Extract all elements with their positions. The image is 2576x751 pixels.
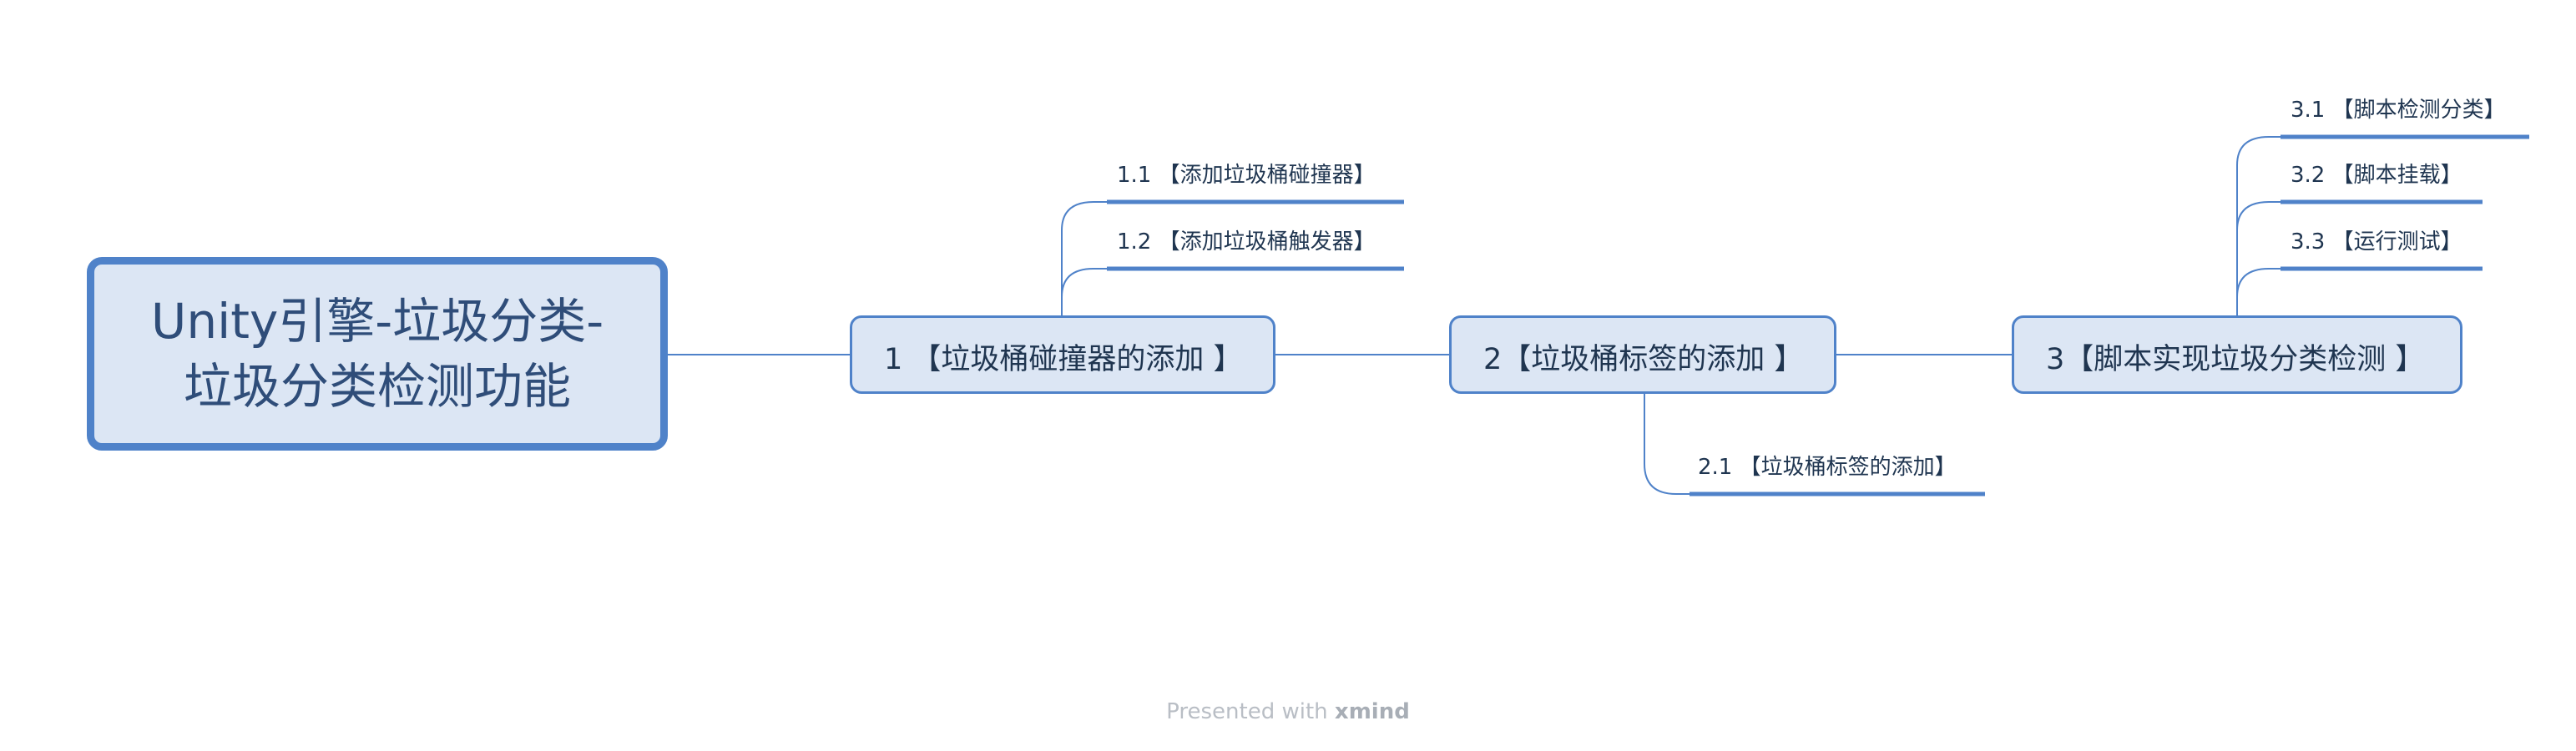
footer-prefix: Presented with xyxy=(1166,699,1335,724)
subtopic-1-1[interactable]: 1.1 【添加垃圾桶碰撞器】 xyxy=(1117,163,1376,188)
connector-topic-2-sub-1 xyxy=(1644,394,1690,495)
connector-topic-1-sub-1 xyxy=(1061,201,1107,315)
root-topic-title: Unity引擎-垃圾分类- 垃圾分类检测功能 xyxy=(150,293,604,415)
topic-2[interactable]: 2【垃圾桶标签的添加 】 xyxy=(1449,315,1836,394)
footer-brand: xmind xyxy=(1334,699,1410,724)
root-topic[interactable]: Unity引擎-垃圾分类- 垃圾分类检测功能 xyxy=(87,257,668,451)
subtopic-1-2[interactable]: 1.2 【添加垃圾桶触发器】 xyxy=(1117,229,1376,255)
connector-topic-3-sub-2 xyxy=(2236,201,2281,315)
subtopic-3-3[interactable]: 3.3 【运行测试】 xyxy=(2291,229,2462,255)
connector-topic-3-sub-1 xyxy=(2236,136,2281,315)
subtopic-3-2[interactable]: 3.2 【脚本挂载】 xyxy=(2291,163,2462,188)
topic-1-label: 1 【垃圾桶碰撞器的添加 】 xyxy=(884,343,1243,376)
connector-topic-3-sub-3 xyxy=(2236,268,2281,315)
subtopic-3-1[interactable]: 3.1 【脚本检测分类】 xyxy=(2291,98,2506,123)
presented-with-footer: Presented with xmind xyxy=(0,699,2576,724)
subtopic-2-1[interactable]: 2.1 【垃圾桶标签的添加】 xyxy=(1698,455,1957,480)
connector-topic-1-sub-2 xyxy=(1061,268,1107,315)
topic-3[interactable]: 3【脚本实现垃圾分类检测 】 xyxy=(2012,315,2462,394)
topic-2-label: 2【垃圾桶标签的添加 】 xyxy=(1483,343,1804,376)
topic-1[interactable]: 1 【垃圾桶碰撞器的添加 】 xyxy=(850,315,1275,394)
topic-3-label: 3【脚本实现垃圾分类检测 】 xyxy=(2046,343,2425,376)
